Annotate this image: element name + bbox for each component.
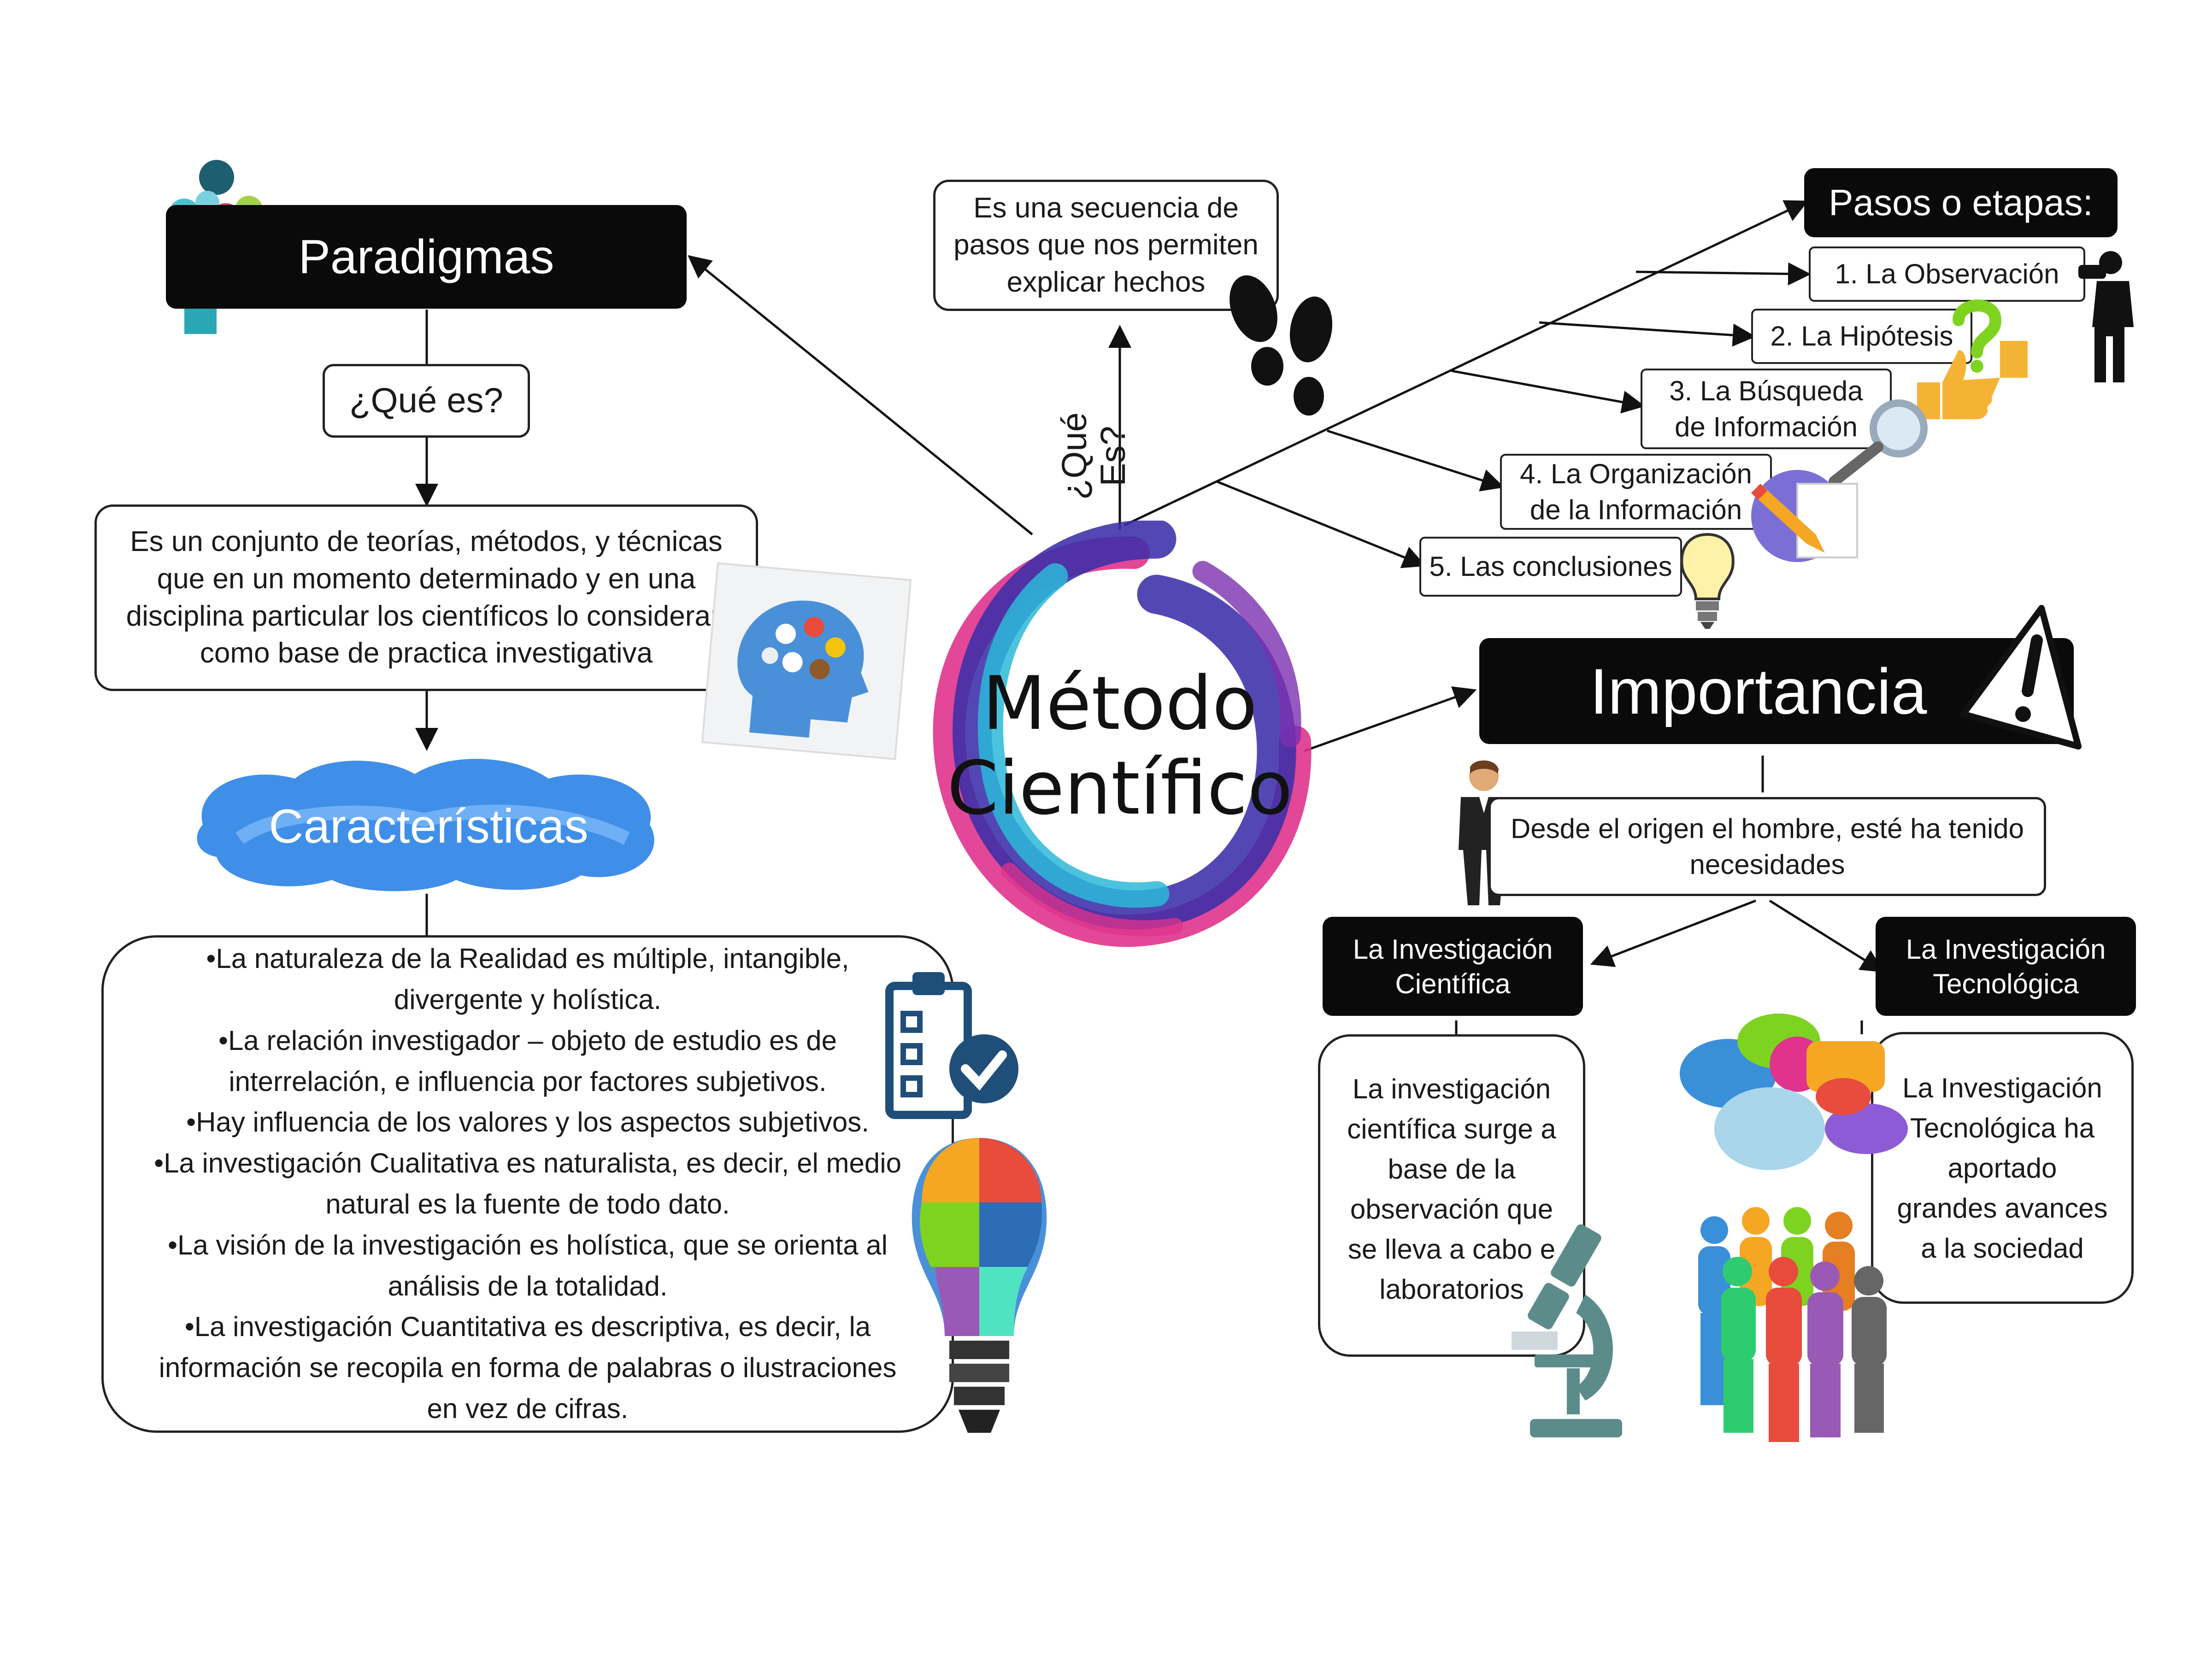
speech-bubbles-icon bbox=[1680, 1014, 1908, 1170]
step-4-text: 4. La Organización bbox=[1520, 458, 1752, 489]
caracteristicas-line: •Hay influencia de los valores y los asp… bbox=[186, 1107, 869, 1138]
paradigmas-title: Paradigmas bbox=[166, 205, 687, 309]
step-5-text: 5. Las conclusiones bbox=[1429, 551, 1672, 582]
warning-icon bbox=[1960, 605, 2082, 750]
pasos-title-text: Pasos o etapas: bbox=[1829, 182, 2093, 223]
caracteristicas-line: •La visión de la investigación es holíst… bbox=[168, 1229, 888, 1260]
arrow-to-cientifica bbox=[1590, 899, 1756, 967]
tecnologica-title-line: Tecnológica bbox=[1933, 968, 2079, 999]
step-4-box: 4. La Organización de la Información bbox=[1500, 454, 1772, 530]
cientifica-text-line: se lleva a cabo e bbox=[1347, 1234, 1556, 1265]
cientifica-title-line: La Investigación bbox=[1353, 933, 1553, 965]
brain-head-icon bbox=[701, 562, 912, 760]
importancia-description-line: necesidades bbox=[1689, 849, 1845, 880]
arrow-to-pasos bbox=[1124, 200, 1809, 527]
que-es-label: ¿Qué Es? bbox=[1055, 396, 1157, 516]
arrow-step-5 bbox=[1216, 480, 1426, 569]
caracteristicas-line: •La investigación Cuantitativa es descri… bbox=[184, 1311, 871, 1342]
tecnologica-text-line: a la sociedad bbox=[1921, 1232, 2084, 1264]
lightbulb-icon bbox=[1680, 533, 1735, 629]
paradigmas-definition-line: como base de practica investigativa bbox=[200, 637, 653, 669]
caracteristicas-line: •La naturaleza de la Realidad es múltipl… bbox=[206, 943, 849, 974]
cientifica-text-line: científica surge a bbox=[1347, 1114, 1556, 1144]
tecnologica-title-line: La Investigación bbox=[1906, 933, 2106, 965]
definition-line: Es una secuencia de bbox=[973, 192, 1239, 224]
tecnologica-text-line: Tecnológica ha bbox=[1910, 1112, 2095, 1143]
tecnologica-text-box: La Investigación Tecnológica ha aportado… bbox=[1871, 1032, 2134, 1304]
caracteristicas-line: información se recopila en forma de pala… bbox=[159, 1352, 897, 1383]
step-1-text: 1. La Observación bbox=[1835, 258, 2059, 289]
tecnologica-text-line: La Investigación bbox=[1902, 1072, 2102, 1103]
caracteristicas-line: natural es la fuente de todo dato. bbox=[325, 1189, 730, 1219]
importancia-title-text: Importancia bbox=[1590, 655, 1927, 727]
caracteristicas-title: Características bbox=[269, 800, 588, 853]
importancia-description-box: Desde el origen el hombre, esté ha tenid… bbox=[1488, 797, 2046, 896]
pencil-note-icon bbox=[1751, 470, 1858, 562]
center-swirl bbox=[933, 521, 1312, 947]
center-title: Método Científico bbox=[931, 661, 1309, 831]
que-es-line1: ¿Qué bbox=[1055, 412, 1094, 500]
caracteristicas-line: interrelación, e influencia por factores… bbox=[229, 1066, 827, 1097]
cientifica-title: La Investigación Científica bbox=[1323, 917, 1583, 1016]
step-5-box: 5. Las conclusiones bbox=[1419, 537, 1682, 597]
caracteristicas-cloud bbox=[197, 759, 654, 891]
step-3-text: 3. La Búsqueda bbox=[1669, 375, 1863, 406]
paradigmas-definition-box: Es un conjunto de teorías, métodos, y té… bbox=[94, 504, 758, 691]
importancia-title: Importancia bbox=[1479, 638, 2074, 744]
definition-line: pasos que nos permiten bbox=[953, 229, 1259, 261]
definition-line: explicar hechos bbox=[1006, 266, 1206, 298]
arrow-to-paradigmas bbox=[688, 255, 1033, 535]
paradigmas-definition-line: que en un momento determinado y en una bbox=[157, 563, 696, 595]
arrow-step-2 bbox=[1539, 321, 1756, 347]
puzzle-bulb-icon bbox=[912, 1138, 1047, 1433]
step-2-text: 2. La Hipótesis bbox=[1770, 321, 1953, 352]
arrow-step-1 bbox=[1635, 262, 1811, 286]
tecnologica-text-line: aportado bbox=[1947, 1152, 2057, 1184]
people-group-icon bbox=[1698, 1207, 1887, 1442]
step-3-box: 3. La Búsqueda de Información bbox=[1641, 369, 1892, 449]
cientifica-text-line: base de la bbox=[1388, 1154, 1516, 1184]
caracteristicas-line: análisis de la totalidad. bbox=[388, 1270, 668, 1301]
center-title-line1: Método bbox=[982, 660, 1258, 746]
footprints-icon bbox=[1230, 275, 1333, 416]
cientifica-text-line: observación que bbox=[1350, 1194, 1553, 1225]
que-es-line2: Es? bbox=[1093, 426, 1133, 487]
step-2-box: 2. La Hipótesis bbox=[1751, 309, 1972, 364]
center-title-line2: Científico bbox=[947, 745, 1293, 831]
pasos-title: Pasos o etapas: bbox=[1804, 168, 2118, 237]
importancia-description-line: Desde el origen el hombre, esté ha tenid… bbox=[1510, 813, 2024, 844]
caracteristicas-line: •La investigación Cualitativa es natural… bbox=[154, 1148, 901, 1179]
tecnologica-title: La Investigación Tecnológica bbox=[1876, 917, 2136, 1016]
cientifica-title-line: Científica bbox=[1395, 968, 1511, 999]
caracteristicas-line: •La relación investigador – objeto de es… bbox=[218, 1025, 837, 1056]
thumbs-icon bbox=[1917, 341, 2028, 419]
tecnologica-text-line: grandes avances bbox=[1897, 1192, 2108, 1224]
cientifica-text-line: La investigación bbox=[1352, 1073, 1551, 1104]
caracteristicas-line: divergente y holística. bbox=[394, 984, 662, 1015]
step-1-box: 1. La Observación bbox=[1809, 246, 2085, 302]
paradigmas-question: ¿Qué es? bbox=[349, 381, 503, 420]
step-3-text: de Información bbox=[1675, 411, 1858, 442]
microscope-icon bbox=[1512, 1224, 1622, 1437]
binoculars-person-icon bbox=[2078, 251, 2134, 382]
arrow-to-importancia bbox=[1304, 686, 1477, 752]
step-4-text: de la Información bbox=[1530, 494, 1742, 525]
arrow-step-3 bbox=[1451, 369, 1645, 414]
paradigmas-definition-line: disciplina particular los científicos lo… bbox=[126, 600, 727, 632]
caracteristicas-box: •La naturaleza de la Realidad es múltipl… bbox=[101, 935, 954, 1433]
arrow-step-4 bbox=[1327, 429, 1505, 492]
magnifier-icon bbox=[1829, 399, 1928, 487]
caracteristicas-line: en vez de cifras. bbox=[427, 1393, 629, 1424]
paradigmas-title-text: Paradigmas bbox=[298, 230, 554, 284]
question-mark-icon bbox=[1953, 299, 2002, 373]
cientifica-text-line: laboratorios bbox=[1379, 1274, 1524, 1305]
paradigmas-question-box: ¿Qué es? bbox=[323, 364, 530, 438]
paradigmas-definition-line: Es un conjunto de teorías, métodos, y té… bbox=[130, 526, 723, 558]
clipboard-check-icon bbox=[885, 972, 1018, 1119]
arrow-to-tecnologica bbox=[1769, 899, 1884, 973]
definition-box: Es una secuencia de pasos que nos permit… bbox=[933, 180, 1279, 311]
